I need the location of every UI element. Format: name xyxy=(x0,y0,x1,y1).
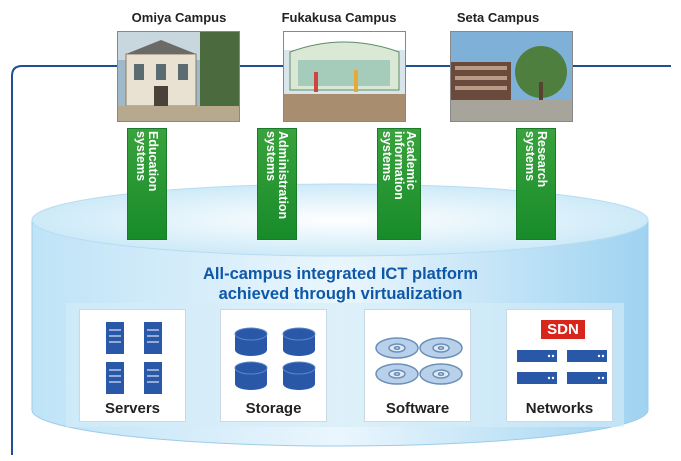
academic-information-systems-bar: Academic information systems xyxy=(377,128,421,240)
campus-photo-omiya xyxy=(117,31,240,122)
network-switch-icon xyxy=(517,350,607,384)
networks-label: Networks xyxy=(525,400,594,417)
administration-systems-label: Administration systems xyxy=(264,131,290,220)
sdn-badge: SDN xyxy=(541,320,585,339)
servers-label: Servers xyxy=(104,400,161,417)
platform-title-line2: achieved through virtualization xyxy=(218,285,463,303)
education-systems-label: Education systems xyxy=(134,131,160,192)
platform-title-line1: All-campus integrated ICT platform xyxy=(202,265,479,283)
software-box: Software xyxy=(364,309,471,422)
servers-box: Servers xyxy=(79,309,186,422)
storage-label: Storage xyxy=(245,400,302,417)
research-systems-bar: Research systems xyxy=(516,128,556,240)
campus-label-omiya: Omiya Campus xyxy=(131,10,227,25)
campus-photo-fukakusa xyxy=(283,31,406,122)
disc-icon xyxy=(375,337,463,385)
administration-systems-bar: Administration systems xyxy=(257,128,297,240)
storage-icon xyxy=(234,327,316,390)
campus-label-seta: Seta Campus xyxy=(456,10,540,25)
software-label: Software xyxy=(385,400,450,417)
education-systems-bar: Education systems xyxy=(127,128,167,240)
server-icon xyxy=(106,322,162,394)
research-systems-label: Research systems xyxy=(523,131,549,188)
networks-box: SDN Networks xyxy=(506,309,613,422)
storage-box: Storage xyxy=(220,309,327,422)
campus-photo-seta xyxy=(450,31,573,122)
campus-label-fukakusa: Fukakusa Campus xyxy=(281,10,397,25)
academic-information-systems-label: Academic information systems xyxy=(380,131,418,200)
